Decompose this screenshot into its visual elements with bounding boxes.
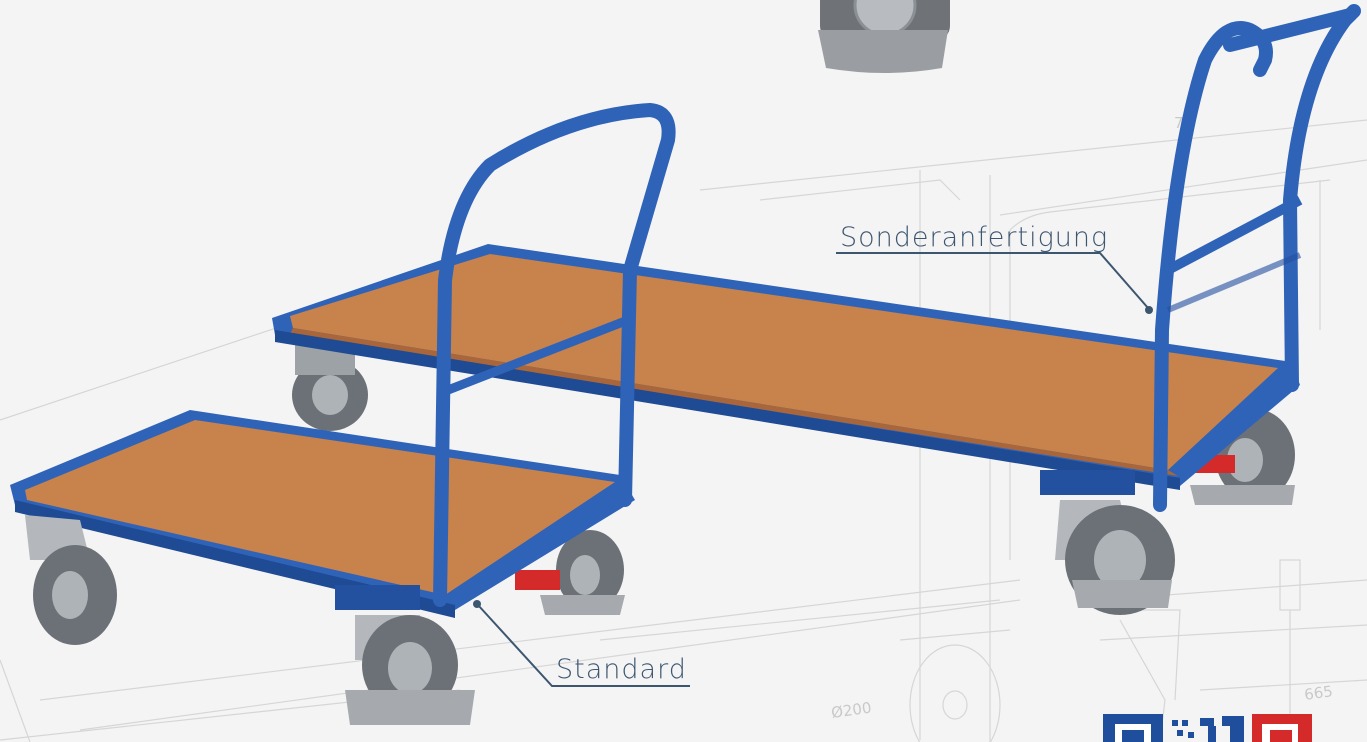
wheel-diameter-dim: Ø200 [830,699,873,722]
castor-wheel [25,515,117,645]
callout-dot [1145,306,1153,314]
standard-trolley [10,103,676,725]
callout-lines [477,252,1149,687]
width-dim: 665 [1303,682,1334,704]
castor-wheel [515,530,625,615]
castor-wheel [335,585,475,725]
custom-build-label: Sonderanfertigung [840,222,1109,253]
standard-label: Standard [556,654,687,685]
callout-dot [473,600,481,608]
castor-wheel [1040,470,1175,615]
loose-castor-wheel [818,0,950,73]
top-dim: 7 [1174,114,1184,132]
brand-logo-icon [1103,714,1312,742]
